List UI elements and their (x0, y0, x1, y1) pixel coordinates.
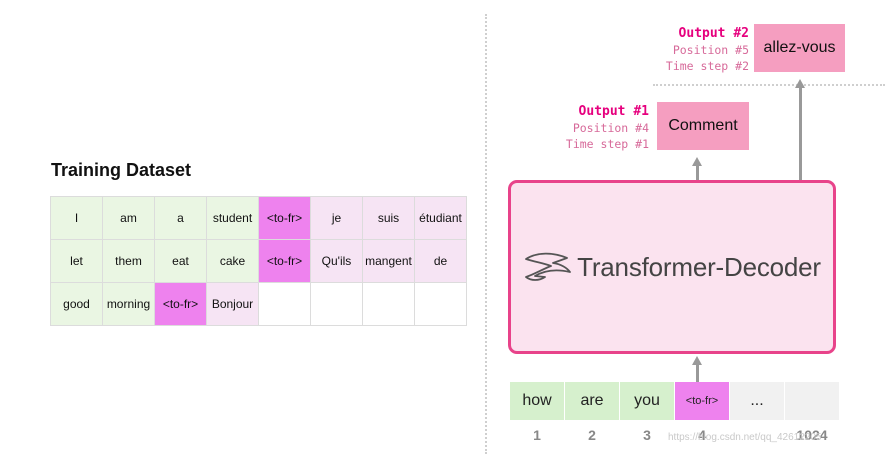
arrow-to-output-2-head (795, 79, 805, 88)
input-position: 1 (533, 427, 541, 443)
input-position: 4 (698, 427, 706, 443)
input-position: 3 (643, 427, 651, 443)
input-token (785, 382, 839, 420)
vertical-divider (485, 14, 487, 454)
dataset-cell: good (50, 282, 103, 326)
dataset-cell: suis (362, 196, 415, 240)
dataset-cell: eat (154, 239, 207, 283)
output-1-timestep: Time step #1 (565, 137, 649, 151)
input-token: you (620, 382, 674, 420)
dataset-cell: morning (102, 282, 155, 326)
output-1-box: Comment (657, 102, 749, 150)
dataset-cell: étudiant (414, 196, 467, 240)
arrow-to-output-1-head (692, 157, 702, 166)
output-1-position: Position #4 (572, 121, 649, 135)
input-token: are (565, 382, 619, 420)
dataset-cell: I (50, 196, 103, 240)
dataset-cell: a (154, 196, 207, 240)
dataset-cell (258, 282, 311, 326)
dataset-cell: let (50, 239, 103, 283)
dataset-cell: Qu'ils (310, 239, 363, 283)
dataset-cell: them (102, 239, 155, 283)
transformer-logo-icon (525, 252, 572, 281)
dataset-cell: <to-fr> (258, 196, 311, 240)
watermark-text: https://blog.csdn.net/qq_42612205 (668, 432, 822, 443)
output-1-label: Output #1 Position #4 Time step #1 (566, 104, 649, 152)
dataset-cell: cake (206, 239, 259, 283)
time-step-divider (653, 84, 885, 86)
input-token: <to-fr> (675, 382, 729, 420)
dataset-cell: je (310, 196, 363, 240)
output-2-position: Position #5 (672, 43, 749, 57)
output-2-label: Output #2 Position #5 Time step #2 (666, 26, 749, 74)
arrow-input-head (692, 356, 702, 365)
dataset-cell: <to-fr> (258, 239, 311, 283)
arrow-to-output-2 (798, 87, 802, 180)
dataset-cell: mangent (362, 239, 415, 283)
dataset-cell: de (414, 239, 467, 283)
arrow-to-output-1 (695, 165, 699, 180)
input-token: how (510, 382, 564, 420)
dataset-cell (310, 282, 363, 326)
output-1-title: Output #1 (578, 104, 649, 119)
decoder-label: Transformer-Decoder (577, 251, 821, 282)
dataset-cell (362, 282, 415, 326)
dataset-cell: Bonjour (206, 282, 259, 326)
output-2-timestep: Time step #2 (665, 59, 749, 73)
dataset-cell: student (206, 196, 259, 240)
dataset-cell: <to-fr> (154, 282, 207, 326)
input-token: ... (730, 382, 784, 420)
transformer-decoder-block: Transformer-Decoder (508, 180, 836, 354)
input-position: 2 (588, 427, 596, 443)
output-2-box: allez-vous (754, 24, 845, 72)
input-position: 1024 (796, 427, 828, 443)
dataset-title: Training Dataset (51, 160, 192, 180)
dataset-cell: am (102, 196, 155, 240)
output-2-title: Output #2 (678, 26, 749, 41)
dataset-cell (414, 282, 467, 326)
arrow-input-line (695, 365, 699, 382)
